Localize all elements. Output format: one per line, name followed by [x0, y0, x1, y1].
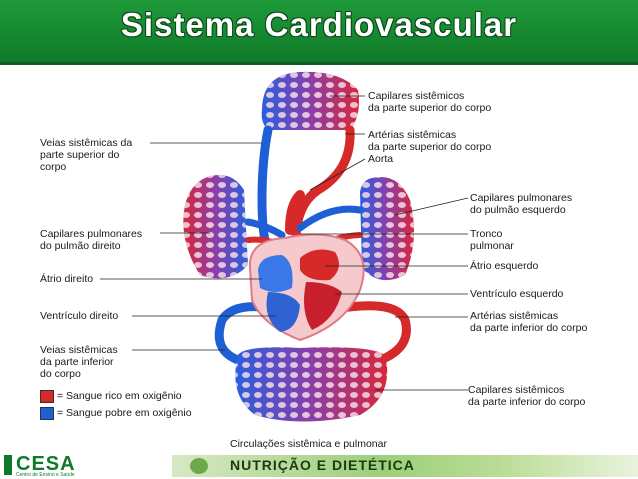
right-lung	[183, 174, 248, 279]
title-bar	[0, 0, 638, 65]
leader-lines	[100, 95, 469, 391]
apple-icon	[190, 458, 208, 474]
legend-swatch-oxygen-poor	[40, 407, 54, 420]
label-aorta: Aorta	[368, 153, 394, 165]
label-arterias-sistemicas-superior: Artérias sistêmicas da parte superior do…	[368, 129, 492, 153]
label-tronco-pulmonar: Tronco pulmonar	[470, 228, 514, 252]
label-arterias-sistemicas-inferior: Artérias sistêmicas da parte inferior do…	[470, 310, 588, 334]
label-ventriculo-esquerdo: Ventrículo esquerdo	[470, 288, 564, 300]
circulation-diagram	[100, 71, 469, 422]
lower-capillary-bed	[235, 347, 388, 422]
left-lung	[360, 176, 414, 281]
label-capilares-sistemicos-superior: Capilares sistêmicos da parte superior d…	[368, 90, 492, 114]
footer-banner	[172, 455, 638, 477]
footer-banner-text: NUTRIÇÃO E DIETÉTICA	[230, 457, 415, 473]
label-veias-inferior: Veias sistêmicas da parte inferior do co…	[40, 344, 118, 380]
label-ventriculo-direito: Ventrículo direito	[40, 310, 119, 322]
legend-label-oxygen-poor: = Sangue pobre em oxigênio	[57, 407, 192, 419]
logo-subtitle: Centro de Ensino e Saúde	[16, 472, 75, 478]
blood-vessels	[214, 125, 411, 365]
logo-mark	[4, 455, 12, 475]
label-atrio-esquerdo: Átrio esquerdo	[470, 260, 539, 272]
diagram-caption: Circulações sistêmica e pulmonar	[230, 438, 387, 450]
upper-capillary-bed	[261, 71, 359, 130]
legend-swatch-oxygen-rich	[40, 390, 54, 403]
heart	[248, 233, 365, 342]
label-atrio-direito: Átrio direito	[40, 273, 94, 285]
label-capilares-sistemicos-inferior: Capilares sistêmicos da parte inferior d…	[468, 384, 586, 408]
label-capilares-pulmonares-esquerdo: Capilares pulmonares do pulmão esquerdo	[470, 192, 573, 216]
logo: CESA	[16, 453, 76, 475]
page-title: Sistema Cardiovascular	[120, 6, 518, 43]
label-capilares-pulmonares-direito: Capilares pulmonares do pulmão direito	[40, 228, 143, 252]
label-veias-superior: Veias sistêmicas da parte superior do co…	[40, 137, 133, 173]
legend-label-oxygen-rich: = Sangue rico em oxigênio	[57, 390, 182, 402]
